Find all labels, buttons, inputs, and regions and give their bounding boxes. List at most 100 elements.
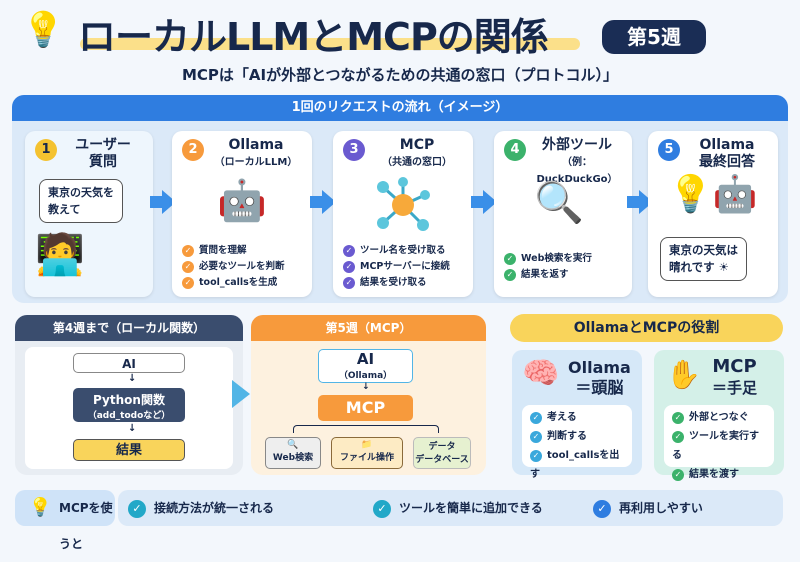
check-icon: ✓ <box>128 499 146 518</box>
mcp-role-card: ✋ MCP＝手足 ✓外部とつなぐ ✓ツールを実行する ✓結果を渡す <box>654 350 784 481</box>
subtitle: MCPは「AIが外部とつながるための共通の窓口（プロトコル）」 <box>181 66 619 84</box>
bubble-line: 教えて <box>48 203 81 216</box>
flow-title: 1回のリクエストの流れ（イメージ） <box>12 95 788 121</box>
check-icon: ✓ <box>593 499 611 518</box>
ai-ollama-box: AI（Ollama） <box>318 349 413 383</box>
lightbulb-icon: 💡 <box>22 10 65 50</box>
step-checks: ✓ ツール名を受け取る ✓ MCPサーバーに接続 ✓ 結果を受け取る <box>343 243 450 291</box>
check-label: Web検索を実行 <box>521 253 592 264</box>
role-name: Ollama <box>568 358 631 377</box>
step-subtitle: （例：DuckDuckGo） <box>536 157 618 185</box>
benefit-item: ✓ 接続方法が統一される <box>128 498 274 518</box>
ollama-role-card: 🧠 Ollama＝頭脳 ✓考える ✓判断する ✓tool_callsを出す <box>512 350 642 480</box>
check-icon: ✓ <box>343 277 355 289</box>
check-item: ✓ 必要なツールを判断 <box>182 259 285 275</box>
search-icon: 🔍 <box>287 440 299 450</box>
week4-title: 第4週まで（ローカル関数） <box>15 315 243 341</box>
arrow-right-icon <box>310 190 336 214</box>
role-desc: ＝手足 <box>712 379 758 397</box>
week4-panel: 第4週まで（ローカル関数） AI ↓ Python関数（add_todoなど） … <box>15 315 243 475</box>
benefit-label: 接続方法が統一される <box>154 501 275 515</box>
check-item: ✓ 結果を受け取る <box>343 275 450 291</box>
role-desc: ＝頭脳 <box>575 378 624 397</box>
check-label: 結果を受け取る <box>360 277 427 288</box>
check-icon: ✓ <box>182 245 194 257</box>
week-badge: 第5週 <box>602 20 706 54</box>
step-title: MCP <box>399 137 435 153</box>
roles-title: OllamaとMCPの役割 <box>510 314 783 342</box>
step-title2: 最終回答 <box>699 154 755 170</box>
lightbulb-icon: 💡 <box>29 497 52 518</box>
step-number: 1 <box>35 139 57 161</box>
check-label: 必要なツールを判断 <box>199 261 285 272</box>
check-label: 考える <box>547 412 577 423</box>
arrow-down-icon: ↓ <box>128 373 137 384</box>
page-title: ローカルLLMとMCPの関係 <box>78 15 549 59</box>
step-subtitle: （ローカルLLM） <box>214 157 298 168</box>
mcp-box: MCP <box>318 395 413 421</box>
check-label: 結果を渡す <box>689 469 739 480</box>
benefit-item: ✓再利用しやすい <box>593 498 703 518</box>
check-item: ✓tool_callsを生成 <box>182 275 285 291</box>
check-item: ✓ MCPサーバーに接続 <box>343 259 450 275</box>
user-laptop-icon: 🧑‍💻 <box>35 232 85 278</box>
check-label: ツール名を受け取る <box>360 245 446 256</box>
brain-icon: 🧠 <box>522 356 560 391</box>
python-function-box: Python関数 （add_todoなど） <box>73 388 185 422</box>
ai-label: AI <box>356 350 375 368</box>
tool-web-search: 🔍 Web検索 <box>265 437 321 469</box>
check-icon: ✓ <box>672 431 684 443</box>
tool-label: ファイル操作 <box>339 453 394 463</box>
step-checks: ✓Web検索を実行 ✓ 結果を返す <box>504 251 592 283</box>
check-icon: ✓ <box>343 245 355 257</box>
tool-label: データベース <box>415 455 469 465</box>
robot-icon: 🤖 <box>217 178 267 224</box>
check-icon: ✓ <box>343 261 355 273</box>
answer-bubble: 東京の天気は晴れです ☀ <box>660 237 747 281</box>
function-sub: （add_todoなど） <box>87 411 171 421</box>
step-card-4: 4 外部ツール（例：DuckDuckGo） 🔍 ✓Web検索を実行 ✓結果を返す <box>494 131 632 297</box>
check-item: ✓ ツール名を受け取る <box>343 243 450 259</box>
check-label: 判断する <box>547 431 587 442</box>
hand-icon: ✋ <box>666 358 701 391</box>
check-icon: ✓ <box>672 412 684 424</box>
tool-label: Web検索 <box>272 453 314 463</box>
step-number: 2 <box>182 139 204 161</box>
check-icon: ✓ <box>373 499 391 518</box>
tool-file-ops: 📁ファイル操作 <box>331 437 403 469</box>
step-card-3: 3 MCP（共通の窓口） ✓ツール名を受け取る ✓MCPサーバーに接続 ✓結果を… <box>333 131 473 297</box>
check-icon: ✓ <box>530 412 542 424</box>
week5-panel: 第5週（MCP） AI（Ollama） ↓ MCP 🔍Web検索 📁ファイル操作… <box>251 315 486 475</box>
check-item: ✓結果を渡す <box>672 465 766 484</box>
check-item: ✓判断する <box>530 427 624 446</box>
branch-connector <box>293 425 439 433</box>
step-number: 4 <box>504 139 526 161</box>
check-icon: ✓ <box>182 277 194 289</box>
check-label: tool_callsを出す <box>530 450 620 480</box>
arrow-down-icon: ↓ <box>362 382 370 392</box>
ai-box: AI <box>73 353 185 373</box>
step-title2: 質問 <box>89 154 117 170</box>
function-label: Python関数 <box>93 393 165 407</box>
check-icon: ✓ <box>530 450 542 462</box>
title-highlight <box>80 38 580 50</box>
check-item: ✓ 考える <box>530 408 624 427</box>
check-label: MCPサーバーに接続 <box>360 261 450 272</box>
result-box: 結果 <box>73 439 185 461</box>
request-flow-panel: 1回のリクエストの流れ（イメージ） 1 ユーザー質問 東京の天気を教えて 🧑‍💻… <box>12 95 788 303</box>
check-label: 質問を理解 <box>199 245 247 256</box>
step-title: 外部ツール <box>542 137 612 153</box>
arrow-right-icon <box>471 190 497 214</box>
check-item: ✓tool_callsを出す <box>530 446 624 484</box>
check-icon: ✓ <box>504 269 516 281</box>
benefit-item: ✓ツールを簡単に追加できる <box>373 498 543 518</box>
bubble-line: 東京の天気は <box>669 243 738 257</box>
bubble-line: 晴れです ☀ <box>669 260 729 274</box>
step-checks: ✓ 質問を理解 ✓ 必要なツールを判断 ✓tool_callsを生成 <box>182 243 285 291</box>
check-label: 結果を返す <box>521 269 569 280</box>
check-item: ✓Web検索を実行 <box>504 251 592 267</box>
check-item: ✓ 結果を返す <box>504 267 592 283</box>
step-number: 3 <box>343 139 365 161</box>
check-icon: ✓ <box>182 261 194 273</box>
